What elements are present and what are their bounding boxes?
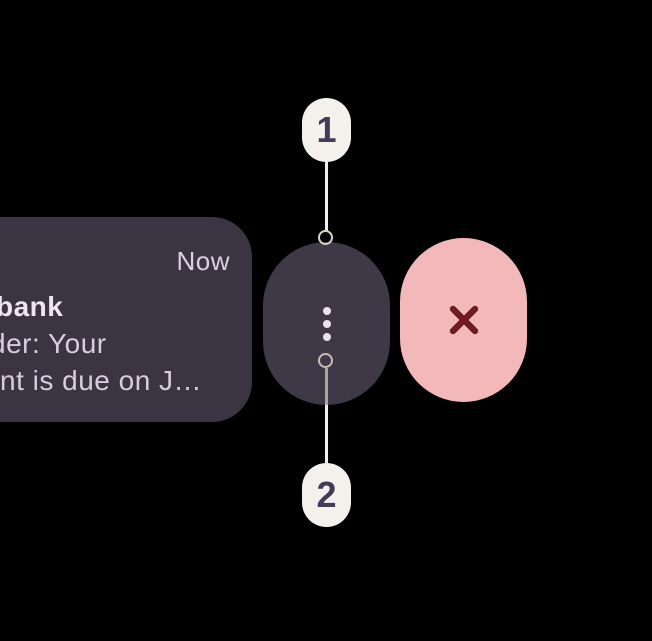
callout-anchor-ring-bottom <box>318 353 333 368</box>
callout-anchor-ring-top <box>318 230 333 245</box>
ellipsis-dot <box>322 332 331 341</box>
notification-body-line-1: der: Your <box>0 328 107 359</box>
callout-connector-bottom <box>325 368 328 463</box>
close-x-icon <box>449 305 478 335</box>
callout-badge-2: 2 <box>302 463 351 527</box>
notification-card[interactable]: Now bank der: Your nt is due on J… <box>0 217 252 422</box>
callout-badge-2-label: 2 <box>316 474 337 515</box>
callout-connector-top <box>325 162 328 231</box>
notification-body-line-2: nt is due on J… <box>0 365 203 396</box>
callout-badge-1-label: 1 <box>316 109 337 150</box>
ellipsis-dot <box>322 306 331 315</box>
notification-timestamp: Now <box>176 246 230 276</box>
callout-badge-1: 1 <box>302 98 351 162</box>
vertical-ellipsis-icon <box>322 306 331 341</box>
notification-app-title: bank <box>0 291 64 322</box>
ellipsis-dot <box>322 319 331 328</box>
dismiss-button[interactable] <box>400 238 527 402</box>
